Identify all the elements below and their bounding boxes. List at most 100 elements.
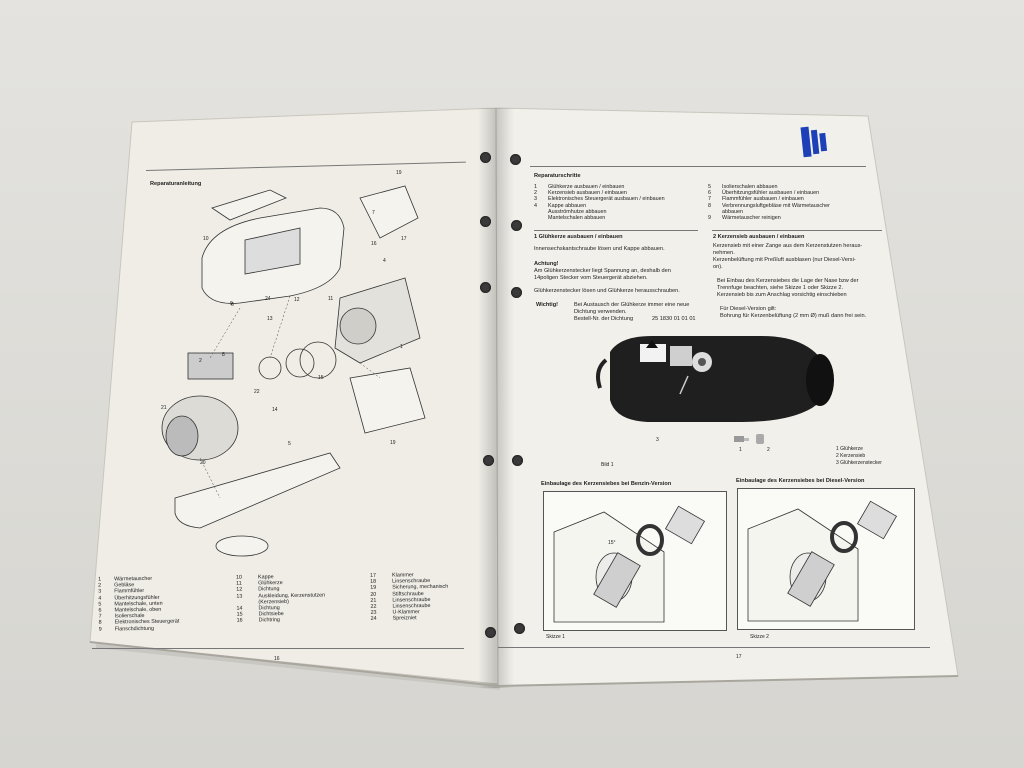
section2-line: Kerzenbelüftung mit Preßluft ausblasen (… — [713, 257, 856, 263]
diagram-callout: 22 — [254, 389, 260, 395]
seal-order-number: 25 1830 01 01 01 — [652, 316, 696, 322]
sketch2-title: Einbaulage des Kerzensiebes bei Diesel-V… — [736, 478, 865, 484]
section1-p1: Innensechskantschraube lösen und Kappe a… — [534, 246, 665, 252]
section2-line: Bei Einbau des Kerzensiebes die Lage der… — [717, 278, 859, 284]
diagram-callout: 19 — [396, 170, 402, 176]
wichtig-text-2: Dichtung verwenden. — [574, 309, 627, 315]
wichtig-text-1: Bei Austausch der Glühkerze immer eine n… — [574, 302, 690, 308]
punch-hole — [480, 152, 491, 163]
diagram-callout: 13 — [267, 316, 273, 322]
repair-step-label: Isolierschalen abbauen — [722, 184, 778, 190]
legend-item-number: 24 — [370, 616, 377, 623]
punch-hole — [514, 623, 525, 634]
diagram-callout: 20 — [200, 460, 206, 466]
repair-step-label: Wärmetauscher reinigen — [722, 214, 781, 221]
diagram-callout: 14 — [272, 407, 278, 413]
diagram-callout: 9 — [230, 301, 233, 307]
section2-line: Kerzensieb bis zum Anschlag vorsichtig e… — [717, 292, 847, 298]
diagram-callout: 10 — [203, 236, 209, 242]
diagram-callout: 19 — [390, 440, 396, 446]
right-footer-rule — [498, 647, 930, 648]
section2-title: 2 Kerzensieb ausbauen / einbauen — [713, 234, 805, 240]
repair-step-number: 4 — [534, 202, 537, 209]
section2-line: Kerzensieb mit einer Zange aus dem Kerze… — [713, 243, 863, 249]
repair-step-number: 8 — [708, 202, 711, 209]
achtung-label: Achtung! — [534, 261, 559, 267]
repair-step-label: Ausströmhutze abbauen — [548, 208, 607, 215]
repair-step-number: 6 — [708, 190, 711, 197]
glow-plug-parts — [734, 434, 764, 444]
repair-step: 7 Flammfühler ausbauen / einbauen — [708, 196, 888, 202]
parts-callout-1: 1 — [739, 447, 742, 453]
repair-step-number: 3 — [534, 196, 537, 203]
figure-legend-line: 1 Glühkerze — [836, 446, 863, 452]
repair-step: 2 Kerzensieb ausbauen / einbauen — [534, 190, 704, 196]
repair-step-label: Verbrennungsluftgebläse mit Wärmetausche… — [722, 202, 830, 209]
repair-step: 6 Überhitzungsfühler ausbauen / einbauen — [708, 190, 888, 196]
repair-step-label: Mantelschalen abbauen — [548, 214, 606, 221]
repair-step-number: 1 — [534, 184, 537, 190]
diagram-callout: 7 — [372, 210, 375, 216]
section2-line: Für Diesel-Version gilt: — [720, 306, 777, 312]
punch-hole — [480, 216, 491, 227]
punch-hole — [480, 282, 491, 293]
legend-item-label: Dichtring — [258, 617, 280, 624]
sketch1-caption: Skizze 1 — [546, 634, 565, 640]
legend-item-number: 9 — [98, 626, 102, 633]
repair-step: abbauen — [708, 209, 888, 215]
sketch1-angle: 15° — [608, 540, 616, 546]
repair-steps-list-left: 1 Glühkerze ausbauen / einbauen 2 Kerzensie… — [534, 184, 704, 221]
left-page-number: 16 — [274, 656, 280, 662]
left-page-header: Reparaturanleitung — [150, 181, 202, 187]
repair-step: Ausströmhutze abbauen — [534, 209, 704, 215]
exploded-view-diagram — [161, 185, 426, 557]
repair-step-number: 7 — [708, 196, 711, 203]
diagram-callout: 24 — [265, 296, 271, 302]
photo-caption: Bild 1 — [601, 462, 614, 468]
repair-step: 8 Verbrennungsluftgebläse mit Wärmetausch… — [708, 203, 888, 209]
diagram-callout: 12 — [294, 297, 300, 303]
punch-hole — [483, 455, 494, 466]
wichtig-text-3: Bestell-Nr. der Dichtung — [574, 316, 634, 322]
repair-step-label: abbauen — [722, 208, 743, 215]
punch-hole — [512, 455, 523, 466]
repair-step-label: Flammfühler ausbauen / einbauen — [722, 196, 804, 203]
repair-step: 1 Glühkerze ausbauen / einbauen — [534, 184, 704, 190]
sketch2-caption: Skizze 2 — [750, 634, 769, 640]
section1-p2: Glühkerzenstecker lösen und Glühkerze he… — [534, 288, 680, 294]
punch-hole — [485, 627, 496, 638]
parts-callout-2: 2 — [767, 447, 770, 453]
sketch1-box: 15° — [543, 491, 727, 631]
punch-hole — [511, 287, 522, 298]
diagram-callout: 8 — [222, 352, 225, 358]
achtung-text-2: 14poligen Stecker vom Steuergerät abzieh… — [534, 275, 648, 281]
repair-steps-list-right: 5 Isolierschalen abbauen 6 Überhitzungsfühl… — [708, 184, 888, 221]
repair-step-label: Kerzensieb ausbauen / einbauen — [548, 190, 627, 197]
diagram-callout: 15 — [318, 375, 324, 381]
wichtig-label: Wichtig! — [536, 302, 559, 308]
heater-photo — [596, 336, 834, 422]
legend-item-label: Spreizniet — [392, 615, 417, 622]
diagram-callout: 17 — [401, 236, 407, 242]
section2-line: Bohrung für Kerzenbelüftung (2 mm Ø) muß… — [720, 313, 867, 319]
section1-title: 1 Glühkerze ausbauen / einbauen — [534, 234, 623, 240]
figure-legend-line: 2 Kerzensieb — [836, 453, 866, 459]
figure-legend-line: 3 Glühkerzenstecker — [836, 460, 882, 466]
diagram-callout: 6 — [231, 302, 234, 308]
legend-item-label: Flanschdichtung — [114, 625, 155, 632]
left-footer-rule — [92, 648, 464, 649]
sketch2-box — [737, 488, 915, 630]
brand-logo — [800, 125, 830, 158]
section1-rule — [534, 230, 698, 231]
sketch1-title: Einbaulage des Kerzensiebes bei Benzin-V… — [541, 481, 672, 487]
diagram-callout: 11 — [328, 296, 334, 302]
diagram-callout: 2 — [199, 358, 202, 364]
repair-step-number: 2 — [534, 190, 537, 197]
repair-step-number: 5 — [708, 184, 711, 190]
repair-step-label: Glühkerze ausbauen / einbauen — [548, 184, 625, 190]
section2-line: nehmen. — [713, 250, 735, 256]
repair-step-label: Überhitzungsfühler ausbauen / einbauen — [722, 190, 820, 197]
